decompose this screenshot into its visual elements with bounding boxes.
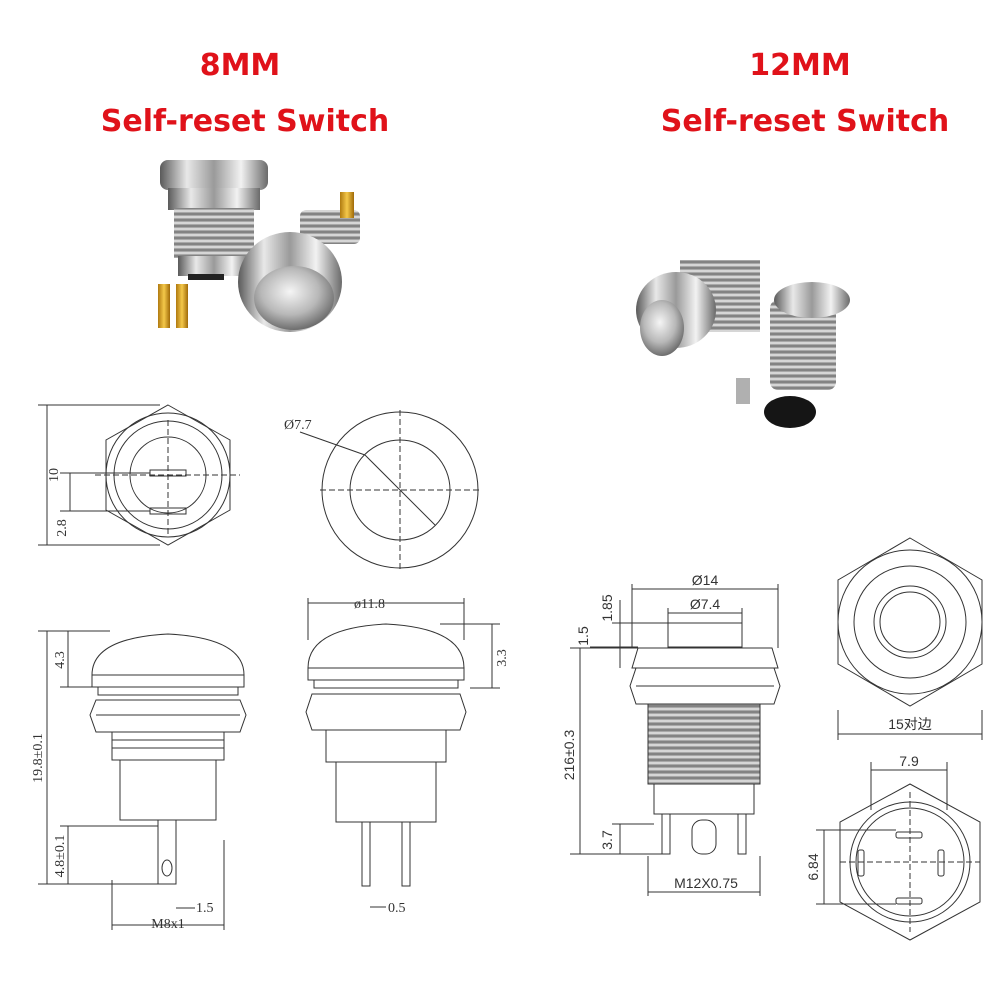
left-switch-standing xyxy=(158,160,268,328)
left-name-title: Self-reset Switch xyxy=(100,104,390,139)
right-top-view xyxy=(837,537,983,740)
right-dim-flange-h: 1.5 xyxy=(575,626,591,646)
left-dim-pin-spacing: 2.8 xyxy=(55,519,70,537)
left-drawings xyxy=(38,404,500,930)
right-product-photo xyxy=(636,260,850,428)
left-side-view-2 xyxy=(305,598,500,908)
right-dim-total-len: 216±0.3 xyxy=(561,730,577,781)
right-bottom-view xyxy=(816,762,981,941)
left-bottom-view xyxy=(38,404,240,546)
right-size-title: 12MM xyxy=(749,48,851,83)
right-dim-button-dia: Ø7.4 xyxy=(690,596,721,612)
left-dim-pin-w: 1.5 xyxy=(196,901,214,916)
left-dim-dome-h: 3.3 xyxy=(495,649,510,667)
left-side-view-1 xyxy=(38,630,247,930)
right-drawings xyxy=(570,537,983,941)
left-dim-thread: M8x1 xyxy=(151,917,184,932)
left-dim-height: 10 xyxy=(47,468,62,482)
right-switch-front xyxy=(636,260,760,356)
left-dim-body-dia: ø11.8 xyxy=(354,597,385,612)
left-product-photo xyxy=(158,160,360,332)
left-dim-head-h: 4.3 xyxy=(53,651,68,669)
right-dim-pin-len: 3.7 xyxy=(599,830,615,850)
left-dim-head-dia: Ø7.7 xyxy=(284,418,312,433)
right-dim-thread: M12X0.75 xyxy=(674,875,738,891)
left-dim-pin-t: 0.5 xyxy=(388,901,406,916)
left-dim-pin-len: 4.8±0.1 xyxy=(53,835,68,878)
left-switch-lying xyxy=(238,192,360,332)
right-switch-back xyxy=(736,282,850,428)
left-size-title: 8MM xyxy=(199,48,281,83)
right-dim-hex-flats: 15对边 xyxy=(888,716,932,732)
right-side-view xyxy=(570,584,781,896)
left-top-view xyxy=(299,410,480,570)
left-dim-total-len: 19.8±0.1 xyxy=(31,733,46,783)
right-dim-button-h: 1.85 xyxy=(599,594,615,621)
right-dim-outer-dia: Ø14 xyxy=(692,572,719,588)
right-dim-pin-span: 7.9 xyxy=(899,753,919,769)
right-name-title: Self-reset Switch xyxy=(660,104,950,139)
right-dim-pin-pitch: 6.84 xyxy=(805,853,821,880)
